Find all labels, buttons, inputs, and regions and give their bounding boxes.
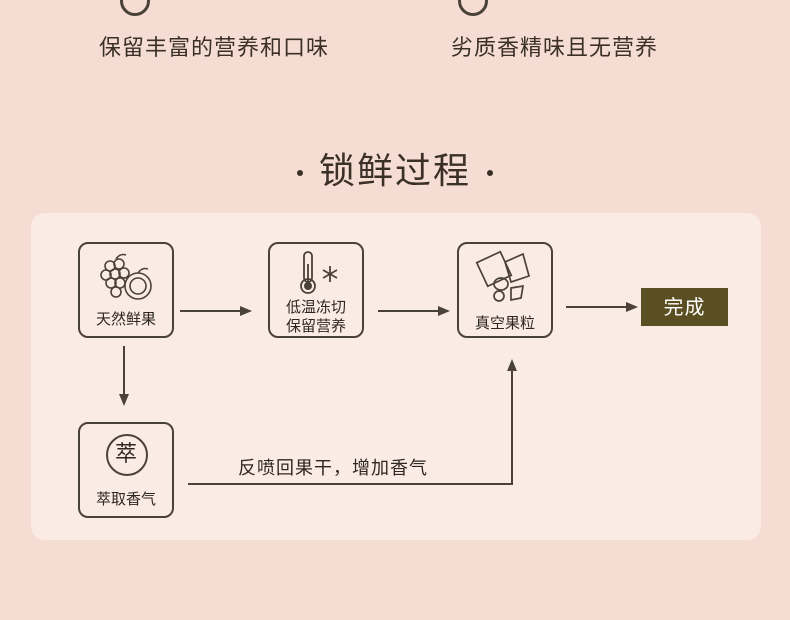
extract-badge-icon <box>106 434 148 476</box>
node-freeze-cut: 低温冻切 保留营养 <box>268 242 364 338</box>
title-bullet-right <box>487 170 493 176</box>
top-left-caption: 保留丰富的营养和口味 <box>99 36 330 61</box>
node-extract-aroma: 萃 萃取香气 <box>78 422 174 518</box>
fruit-pieces-icon <box>475 250 531 302</box>
extract-badge-text: 萃 <box>114 442 137 467</box>
top-right-caption: 劣质香精味且无营养 <box>451 36 659 61</box>
node-freeze-label-line2: 保留营养 <box>285 317 346 335</box>
node-freeze-label-line1: 低温冻切 <box>285 298 346 316</box>
arrow-extract-to-vacuum <box>188 359 517 485</box>
node-vacuum-pieces: 真空果粒 <box>457 242 553 338</box>
node-vacuum-label: 真空果粒 <box>474 314 535 332</box>
node-extract-label: 萃取香气 <box>95 490 156 508</box>
title-bullet-left <box>296 170 303 176</box>
thermometer-snowflake-icon <box>300 251 338 294</box>
section-title: 锁鲜过程 <box>0 142 790 194</box>
reinject-path-label: 反喷回果干，增加香气 <box>238 458 428 479</box>
node-fresh-fruit-label: 天然鲜果 <box>95 310 156 328</box>
done-box: 完成 <box>641 288 728 326</box>
section-title-text: 锁鲜过程 <box>318 151 471 192</box>
grapes-orange-icon <box>100 253 152 300</box>
node-fresh-fruit: 天然鲜果 <box>78 242 174 338</box>
